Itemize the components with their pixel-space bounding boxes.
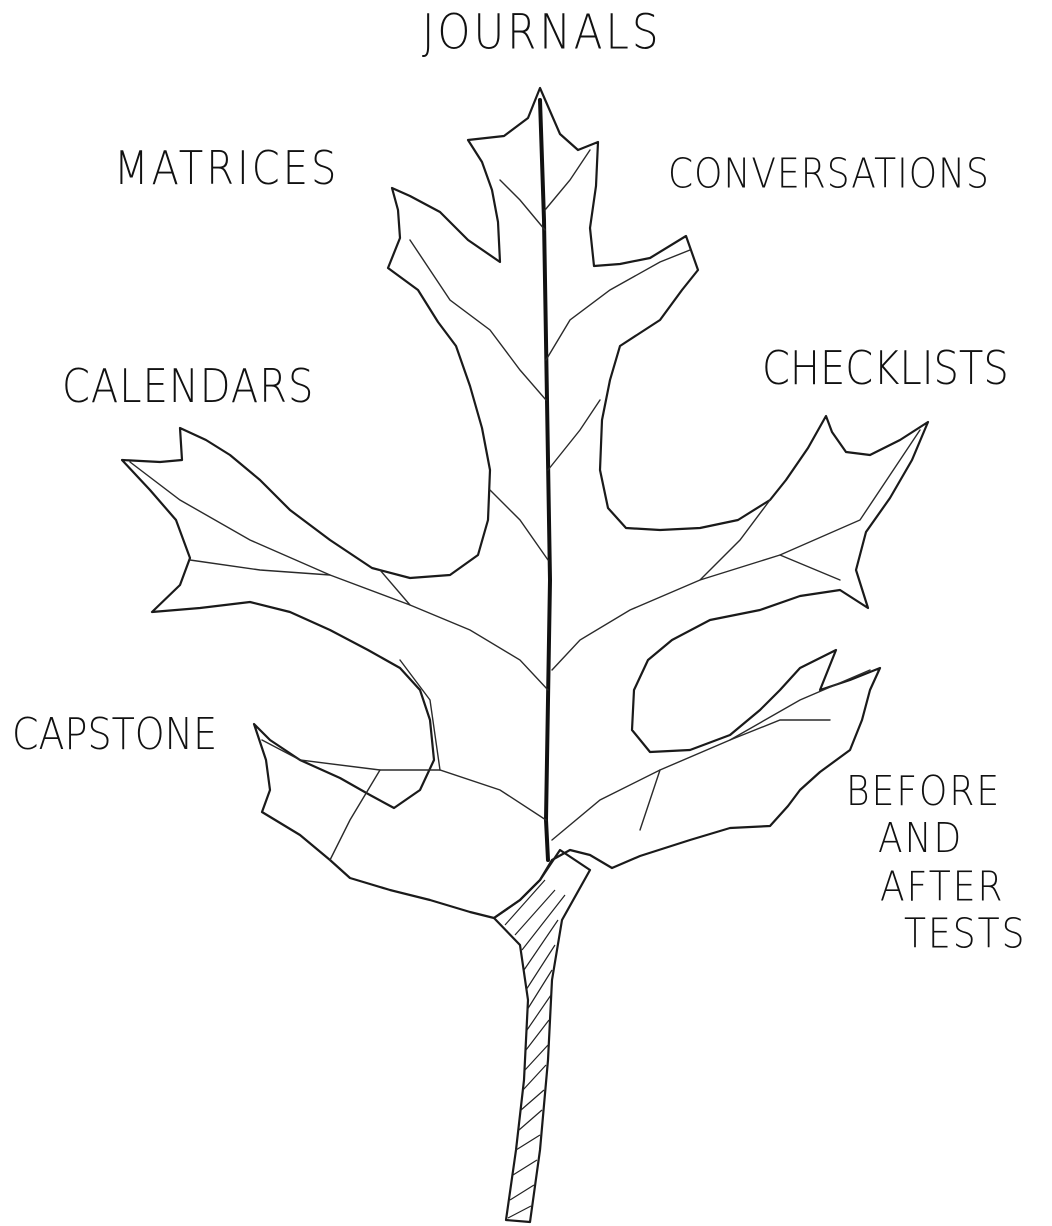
label-before: BEFORE	[846, 768, 1026, 816]
vein-lower-left-branch2	[330, 770, 380, 860]
vein-center-left	[490, 490, 548, 560]
vein-upper-left	[410, 240, 546, 400]
label-conversations: CONVERSATIONS	[668, 154, 990, 195]
label-after: AFTER	[846, 863, 1026, 911]
stem-outline	[494, 850, 590, 1222]
vein-top-left	[500, 180, 545, 230]
label-capstone: CAPSTONE	[12, 712, 217, 756]
vein-upper-right	[546, 250, 690, 360]
label-matrices: MATRICES	[114, 146, 339, 192]
vein-top-right	[545, 150, 590, 210]
label-and: AND	[846, 816, 1026, 864]
label-tests: TESTS	[846, 911, 1026, 959]
vein-mid-right-branch	[780, 555, 840, 580]
vein-mid-right	[552, 430, 920, 670]
midrib	[540, 100, 550, 860]
vein-center-right	[548, 400, 600, 470]
leaf-outline	[122, 88, 928, 918]
vein-mid-left	[130, 462, 548, 690]
label-calendars: CALENDARS	[62, 364, 314, 410]
label-checklists: CHECKLISTS	[762, 346, 1009, 392]
vein-lower-left	[262, 740, 546, 820]
vein-mid-left-branch2	[190, 560, 330, 575]
vein-lower-right	[552, 670, 870, 840]
label-before-and-after-tests: BEFORE AND AFTER TESTS	[846, 768, 1026, 958]
vein-mid-right-branch2	[700, 500, 770, 580]
label-journals: JOURNALS	[422, 8, 662, 56]
